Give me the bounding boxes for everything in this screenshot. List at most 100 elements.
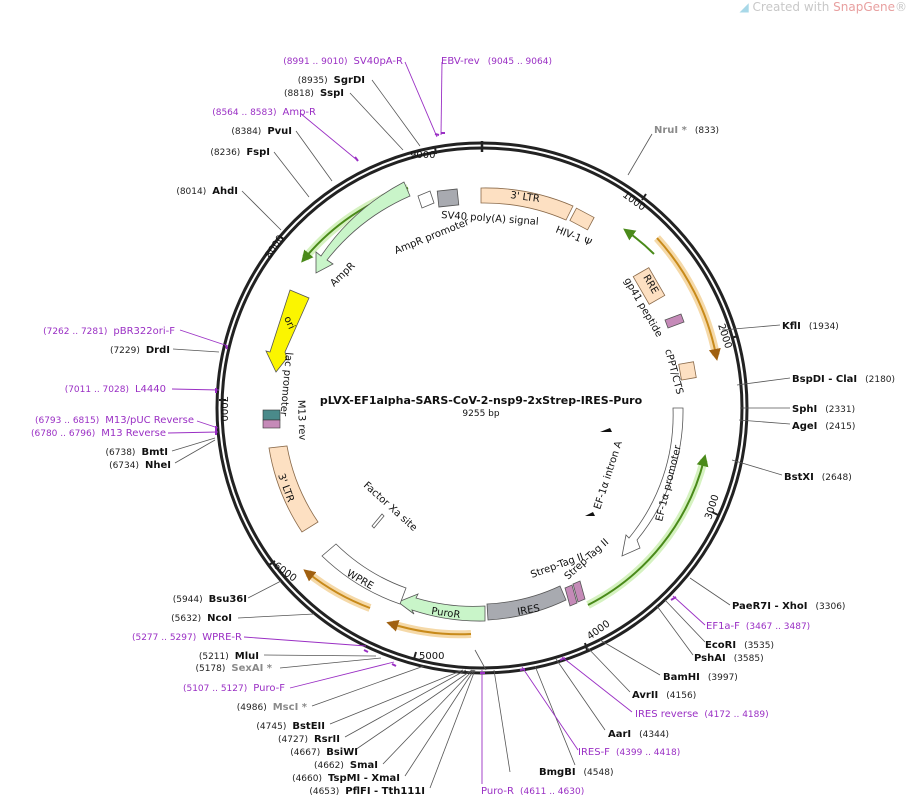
label-ori: ori xyxy=(281,315,296,331)
site-pvui: (8384)PvuI xyxy=(231,126,292,137)
site-msci: (4986)MscI * xyxy=(237,702,308,713)
primer-puro-r: Puro-R(4611 .. 4630) xyxy=(481,786,584,797)
feature-sv40 xyxy=(436,188,460,208)
feature-ltr5 xyxy=(480,187,574,221)
primer-puro-f: (5107 .. 5127)Puro-F xyxy=(183,683,285,694)
site-agei: AgeI(2415) xyxy=(792,421,855,432)
plasmid-name: pLVX-EF1alpha-SARS-CoV-2-nsp9-2xStrep-IR… xyxy=(320,394,643,407)
feature-strep2 xyxy=(572,580,586,603)
feature-orange-2-line xyxy=(386,620,472,636)
primer-m13-reverse: (6780 .. 6796)M13 Reverse xyxy=(31,428,166,439)
primer-wpre-r: (5277 .. 5297)WPRE-R xyxy=(132,632,242,643)
site-bspdi: BspDI - ClaI(2180) xyxy=(792,374,895,385)
watermark-mark: ® xyxy=(895,0,907,14)
snapgene-watermark: ◢ Created with SnapGene® xyxy=(740,0,908,14)
tick-9000: 9000 xyxy=(410,150,435,161)
feature-wpre xyxy=(321,543,407,605)
feature-green-1 xyxy=(623,228,655,255)
site-drdi: (7229)DrdI xyxy=(110,345,170,356)
site-pflfi: (4653)PflFI - Tth111I xyxy=(309,786,425,797)
site-sphi: SphI(2331) xyxy=(792,404,855,415)
site-labels-right: NruI *(833) KflI(1934) BspDI - ClaI(2180… xyxy=(539,125,895,778)
tick-8000: 8000 xyxy=(263,233,286,260)
site-avrii: AvrII(4156) xyxy=(632,690,696,701)
feature-ampr xyxy=(315,181,411,274)
site-fspi: (8236)FspI xyxy=(210,147,270,158)
site-sgrdi: (8935)SgrDI xyxy=(298,75,365,86)
site-bmti: (6738)BmtI xyxy=(106,447,168,458)
feature-cppt xyxy=(678,361,697,381)
watermark-prefix: Created with xyxy=(752,0,834,14)
feature-green-2-line xyxy=(587,454,709,606)
site-pshai: PshAI(3585) xyxy=(694,653,764,664)
site-nrui: NruI *(833) xyxy=(654,125,719,136)
feature-m13-rev xyxy=(262,409,281,421)
feature-ampr-promoter xyxy=(417,190,435,209)
site-ecori: EcoRI(3535) xyxy=(705,640,774,651)
site-leaders xyxy=(171,79,791,789)
site-sspi: (8818)SspI xyxy=(284,88,344,99)
label-m13: M13 rev xyxy=(295,400,307,441)
feature-factor-xa xyxy=(371,513,385,529)
primer-ef1a-f: EF1a-F(3467 .. 3487) xyxy=(706,621,810,632)
feature-ltr3 xyxy=(268,445,319,533)
feature-orange-3-line xyxy=(303,569,371,609)
primer-leaders xyxy=(167,61,706,784)
label-ires: IRES xyxy=(517,603,541,618)
site-ahdi: (8014)AhdI xyxy=(176,186,238,197)
site-paer7i: PaeR7I - XhoI(3306) xyxy=(732,601,845,612)
label-ef1a-intron: EF-1α intron A xyxy=(592,440,625,511)
site-bsiwi: (4667)BsiWI xyxy=(290,747,358,758)
label-ampr: AmpR xyxy=(328,260,357,289)
site-bamhi: BamHI(3997) xyxy=(663,672,738,683)
primer-ires-f: IRES-F(4399 .. 4418) xyxy=(578,747,680,758)
feature-orange-1 xyxy=(654,235,720,356)
site-bsteii: (4745)BstEII xyxy=(256,721,325,732)
tick-7000: 7000 xyxy=(218,396,229,421)
feature-orange-1-line xyxy=(656,237,721,361)
site-rsrii: (4727)RsrII xyxy=(278,734,340,745)
label-puror: PuroR xyxy=(431,606,461,621)
label-factor: Factor Xa site xyxy=(361,480,419,534)
site-tspmi: (4660)TspMI - XmaI xyxy=(292,773,400,784)
primer-pbr322ori-f: (7262 .. 7281)pBR322ori-F xyxy=(43,326,175,337)
watermark-icon: ◢ xyxy=(739,0,753,14)
site-ncoi: (5632)NcoI xyxy=(171,613,232,624)
primer-ticks xyxy=(215,132,677,674)
site-nhei: (6734)NheI xyxy=(109,460,171,471)
feature-gp41 xyxy=(664,313,685,329)
marker-ef1a-intron-1 xyxy=(600,428,612,432)
feature-lac-promoter xyxy=(262,419,281,429)
primer-labels: EF1a-F(3467 .. 3487) IRES reverse(4172 .… xyxy=(31,56,810,797)
site-kfli: KflI(1934) xyxy=(782,321,839,332)
site-mlui: (5211)MluI xyxy=(199,651,259,662)
primer-ires-reverse: IRES reverse(4172 .. 4189) xyxy=(635,709,769,720)
site-bsu36i: (5944)Bsu36I xyxy=(173,594,247,605)
tick-1000: 1000 xyxy=(620,190,647,214)
primer-ebv-rev: EBV-rev(9045 .. 9064) xyxy=(441,56,552,67)
site-smai: (4662)SmaI xyxy=(314,760,378,771)
site-sexai: (5178)SexAI * xyxy=(195,663,272,674)
feature-strep1 xyxy=(564,584,578,607)
primer-amp-r: (8564 .. 8583)Amp-R xyxy=(212,107,316,118)
tick-5000: 5000 xyxy=(419,651,444,662)
marker-ef1a-intron-2 xyxy=(585,512,595,516)
feature-hiv-psi xyxy=(569,207,595,231)
feature-ori xyxy=(265,289,310,373)
tick-marks xyxy=(219,146,739,660)
primer-l4440: (7011 .. 7028)L4440 xyxy=(65,384,166,395)
label-ltr5: 3' LTR xyxy=(510,190,541,205)
watermark-name: SnapGene xyxy=(833,0,895,14)
site-labels-bottom-left: (4653)PflFI - Tth111I (4660)TspMI - XmaI… xyxy=(106,75,425,797)
primer-sv40pa-r: (8991 .. 9010)SV40pA-R xyxy=(283,56,403,67)
site-aari: AarI(4344) xyxy=(608,729,669,740)
site-bmgbi: BmgBI(4548) xyxy=(539,767,613,778)
feature-rre xyxy=(632,267,666,305)
label-ampr-prom: AmpR promoter xyxy=(393,216,472,256)
plasmid-size: 9255 bp xyxy=(462,409,499,419)
site-bstxi: BstXI(2648) xyxy=(784,472,852,483)
feature-ef1a-promoter xyxy=(621,407,684,557)
primer-m13-puc-reverse: (6793 .. 6815)M13/pUC Reverse xyxy=(35,415,194,426)
feature-ires xyxy=(486,585,567,621)
